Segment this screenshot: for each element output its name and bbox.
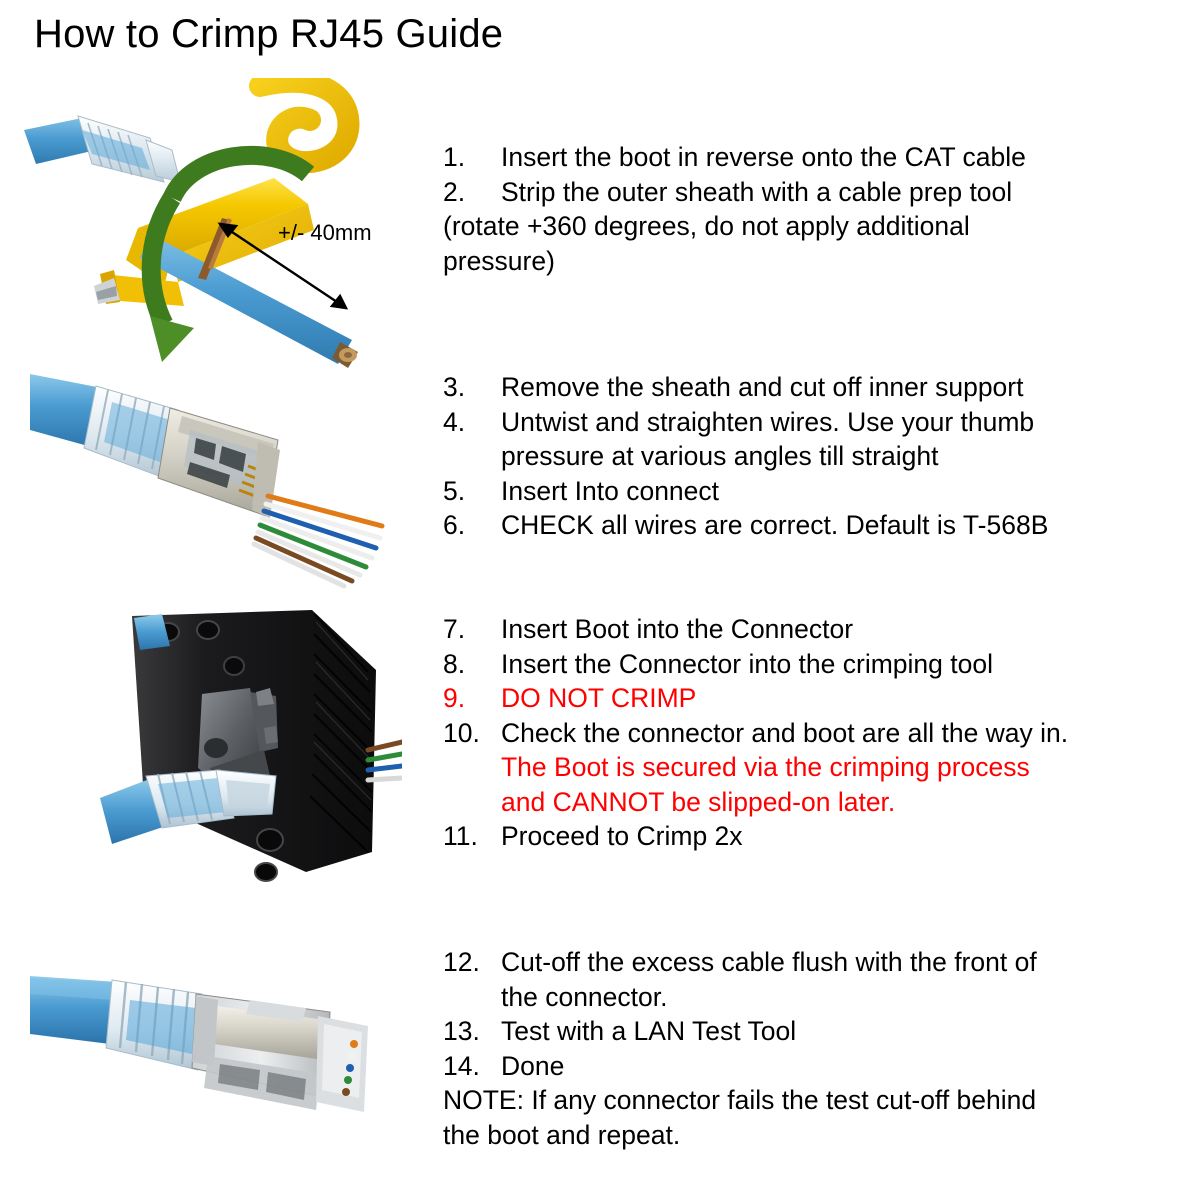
step-line: the boot and repeat. [443,1118,1173,1153]
step-text: Insert the boot in reverse onto the CAT … [501,142,1026,172]
step-text: NOTE: If any connector fails the test cu… [443,1085,1037,1115]
shielded-connector-body [191,993,368,1112]
step-number: 5. [443,475,466,506]
step-line: 7. Insert Boot into the Connector [443,612,1173,647]
step-line: 9. DO NOT CRIMP [443,681,1173,716]
step-text: Strip the outer sheath with a cable prep… [501,176,1013,207]
blue-cable-with-boot [100,769,277,844]
photo-finished-connector [30,948,402,1172]
step-text: Insert Into connect [501,475,720,506]
protruding-wires-right [365,739,402,783]
step-line: 8. Insert the Connector into the crimping… [443,647,1173,682]
step-line: 4. Untwist and straighten wires. Use your… [443,405,1173,440]
photo-crimping-tool [100,600,402,892]
steps-block-4: 12. Cut-off the excess cable flush with t… [443,945,1173,1152]
step-line: the connector. [443,980,1173,1015]
step-line: 13. Test with a LAN Test Tool [443,1014,1173,1049]
step-line: 5. Insert Into connect [443,474,1173,509]
step-text: the boot and repeat. [443,1119,681,1150]
protruding-wires [251,493,385,589]
blue-cable-through-tool [140,234,358,368]
strip-length-label: +/- 40mm [278,220,372,245]
step-text: Cut-off the excess cable flush with the … [501,947,1037,977]
blue-cable-top [134,614,170,650]
step-line: 2. Strip the outer sheath with a cable pr… [443,175,1173,210]
trimmed-wire-ends [342,1040,358,1096]
step-text: Check the connector and boot are all the… [501,717,1069,748]
step-number: 12. [443,947,480,977]
step-text: Insert Boot into the Connector [501,614,854,644]
rj45-boot-translucent [77,115,181,183]
step-line: 11. Proceed to Crimp 2x [443,819,1173,854]
step-text: CHECK all wires are correct. Default is … [501,510,1049,540]
step-line: 14. Done [443,1049,1173,1084]
blue-cable-upper [24,118,96,164]
strain-relief-boot [83,385,179,479]
step-number: 13. [443,1016,480,1046]
step-text: the connector. [501,981,668,1012]
blue-cable [30,374,102,446]
step-text: Proceed to Crimp 2x [501,821,743,851]
photo-passthrough-connector [30,368,402,590]
step-line: pressure) [443,244,1173,279]
step-number: 4. [443,406,466,437]
step-text: Remove the sheath and cut off inner supp… [501,372,1024,402]
step-line: 10. Check the connector and boot are all … [443,716,1173,751]
rj45-connector-body [157,407,280,518]
step-number: 14. [443,1050,480,1081]
step-line: pressure at various angles till straight [443,439,1173,474]
step-text: Insert the Connector into the crimping t… [501,648,993,679]
steps-block-2: 3. Remove the sheath and cut off inner su… [443,370,1173,543]
step-line: 3. Remove the sheath and cut off inner su… [443,370,1173,405]
page-title: How to Crimp RJ45 Guide [34,12,504,56]
step-line: and CANNOT be slipped-on later. [443,785,1173,820]
step-text: pressure at various angles till straight [501,441,939,471]
step-line: 6. CHECK all wires are correct. Default i… [443,508,1173,543]
step-text: DO NOT CRIMP [501,683,697,713]
step-text: Untwist and straighten wires. Use your t… [501,406,1035,437]
step-text: Test with a LAN Test Tool [501,1016,797,1046]
step-line: (rotate +360 degrees, do not apply addit… [443,209,1173,244]
step-number: 8. [443,648,466,679]
steps-block-1: 1. Insert the boot in reverse onto the CA… [443,140,1173,278]
step-number: 10. [443,717,480,748]
steps-block-3: 7. Insert Boot into the Connector 8. Insert… [443,612,1173,854]
step-text: and CANNOT be slipped-on later. [501,786,896,817]
step-number: 11. [443,821,478,851]
step-line: The Boot is secured via the crimping pro… [443,750,1173,785]
step-text: The Boot is secured via the crimping pro… [501,752,1030,782]
step-text: (rotate +360 degrees, do not apply addit… [443,211,970,241]
step-number: 1. [443,142,466,172]
step-number: 6. [443,510,466,540]
step-number: 7. [443,614,466,644]
photo-cable-prep-tool [22,78,422,378]
step-text: pressure) [443,245,555,276]
step-number: 9. [443,683,466,713]
blue-cable [30,976,118,1044]
step-number: 3. [443,372,466,402]
step-line: 12. Cut-off the excess cable flush with t… [443,945,1173,980]
step-number: 2. [443,176,466,207]
step-line: 1. Insert the boot in reverse onto the CA… [443,140,1173,175]
dimension-arrow [217,222,349,310]
strain-relief-boot [105,979,203,1071]
step-line: NOTE: If any connector fails the test cu… [443,1083,1173,1118]
rotation-arrow-green [141,146,315,362]
step-text: Done [501,1050,565,1081]
